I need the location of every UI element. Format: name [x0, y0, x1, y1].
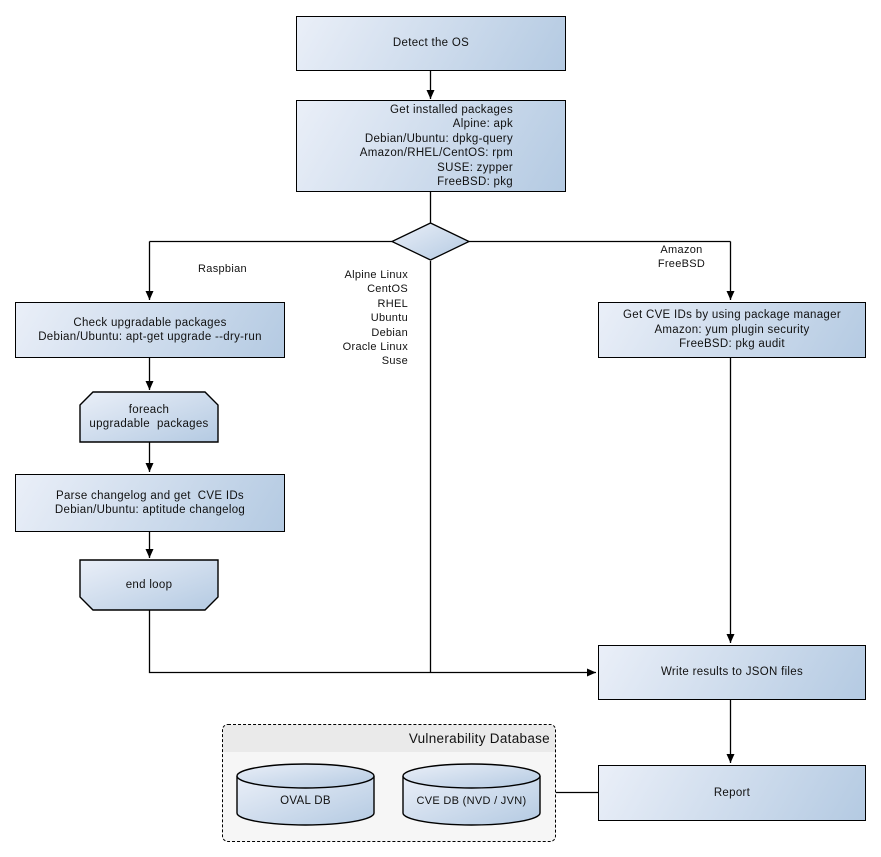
node-parse-changelog: Parse changelog and get CVE IDs Debian/U… — [15, 474, 285, 532]
node-get-cve-ids: Get CVE IDs by using package manager Ama… — [598, 302, 866, 358]
decision-diamond — [390, 222, 471, 261]
node-check-upgradable-packages: Check upgradable packages Debian/Ubuntu:… — [15, 302, 285, 358]
end-loop-shape — [79, 559, 219, 611]
oval-db-cylinder — [236, 763, 375, 826]
node-detect-os: Detect the OS — [296, 16, 566, 71]
edge-to-write-results — [148, 610, 596, 677]
edge-label-amazon-freebsd: Amazon FreeBSD — [657, 244, 706, 270]
edge-label-os-list: Alpine Linux CentOS RHEL Ubuntu Debian O… — [342, 269, 408, 368]
node-get-installed-packages: Get installed packages Alpine: apk Debia… — [296, 100, 566, 192]
vulnerability-database-title: Vulnerability Database — [223, 725, 555, 752]
edge-label-raspbian: Raspbian — [198, 263, 247, 275]
cve-db-cylinder — [402, 763, 541, 826]
edges — [145, 71, 735, 794]
foreach-loop-shape — [79, 391, 219, 443]
node-report: Report — [598, 765, 866, 821]
node-write-results: Write results to JSON files — [598, 645, 866, 700]
